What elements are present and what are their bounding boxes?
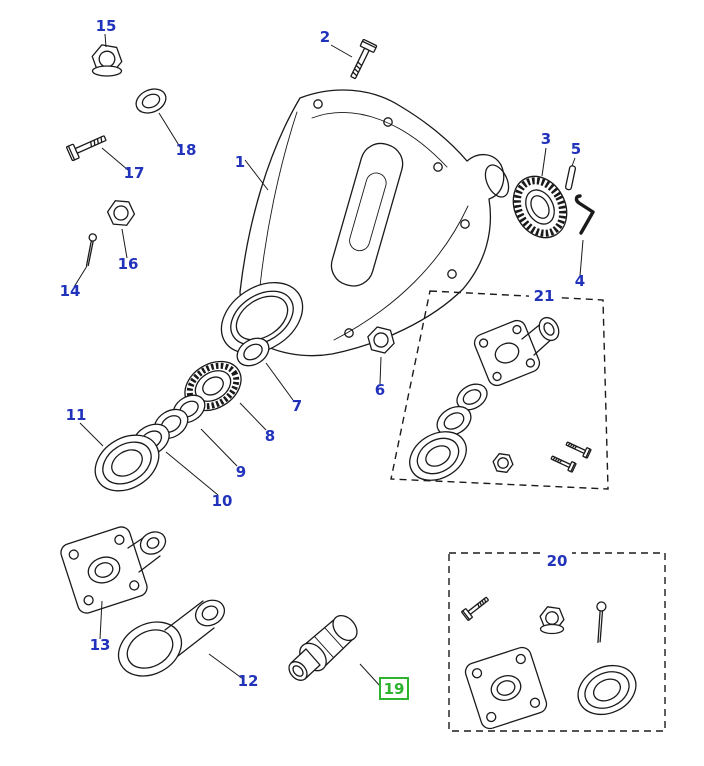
callout-8[interactable]: 8 [265,427,275,445]
part-bolt-17 [66,131,108,161]
callout-labels: 1 2 3 4 5 6 7 8 9 10 11 12 13 14 15 16 1… [60,17,585,700]
part-washer-18 [132,85,169,118]
part-mounting-flange [60,526,167,614]
callout-2[interactable]: 2 [320,28,330,46]
callout-15[interactable]: 15 [96,17,117,35]
callout-18[interactable]: 18 [176,141,197,159]
callout-4[interactable]: 4 [575,272,585,290]
part-roll-pin [565,165,576,190]
callout-20[interactable]: 20 [547,552,568,570]
callout-17[interactable]: 17 [124,164,145,182]
callout-13[interactable]: 13 [90,636,111,654]
callout-1[interactable]: 1 [235,153,245,171]
leader-lines [73,33,584,688]
callout-21-bg [529,285,559,304]
part-nut-16 [107,200,136,226]
callout-20-bg [542,550,572,569]
callout-7[interactable]: 7 [292,397,302,415]
callout-11[interactable]: 11 [66,406,87,424]
part-bush-damper [288,614,358,681]
callout-21[interactable]: 21 [534,287,555,305]
callout-10[interactable]: 10 [212,492,233,510]
callout-5[interactable]: 5 [571,140,581,158]
part-clip [574,194,595,235]
selected-callout-highlight-box [379,677,409,700]
callout-12[interactable]: 12 [238,672,259,690]
callout-14[interactable]: 14 [60,282,81,300]
part-companion-flange [117,599,226,677]
part-flanged-nut-15 [90,44,124,76]
part-differential-housing [220,89,510,357]
part-cotter-pin-14 [83,233,97,266]
part-pinion-bearing [512,175,568,239]
kit-box-21 [390,290,609,490]
callout-19[interactable]: 19 [384,680,405,698]
part-top-bolt [346,39,377,81]
callout-9[interactable]: 9 [236,463,246,481]
kit-box-20 [448,552,666,732]
part-oil-seal [94,434,160,492]
callout-3[interactable]: 3 [541,130,551,148]
callout-6[interactable]: 6 [375,381,385,399]
callout-16[interactable]: 16 [118,255,139,273]
